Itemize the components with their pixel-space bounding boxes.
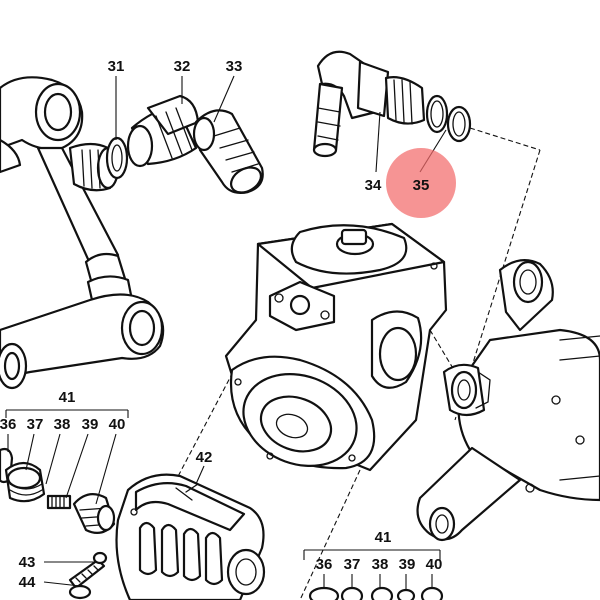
label-37-upper: 37 — [27, 416, 44, 433]
part-labels: 31 32 33 34 35 41 36 37 38 39 40 42 43 4… — [0, 58, 442, 591]
label-37-lower: 37 — [344, 556, 361, 573]
label-34: 34 — [365, 177, 382, 194]
label-39-upper: 39 — [82, 416, 99, 433]
label-40-upper: 40 — [109, 416, 126, 433]
parts-43-44-bolt-washer — [68, 551, 108, 600]
part-42-valve-housing — [115, 473, 266, 600]
label-33: 33 — [226, 58, 243, 75]
valve-assembly-bottom — [308, 586, 444, 600]
left-manifold-pipe — [0, 76, 165, 390]
label-38-upper: 38 — [54, 416, 71, 433]
label-40-lower: 40 — [426, 556, 443, 573]
label-38-lower: 38 — [372, 556, 389, 573]
part-33-elbow-hose-tail — [192, 109, 264, 194]
leader-lines — [5, 75, 447, 590]
label-43: 43 — [19, 554, 36, 571]
label-44: 44 — [19, 574, 36, 591]
label-35: 35 — [413, 177, 430, 194]
label-36-lower: 36 — [316, 556, 333, 573]
highlight-marker-35 — [386, 148, 456, 218]
part-31-nipple-and-oring — [105, 136, 129, 180]
label-39-lower: 39 — [399, 556, 416, 573]
label-36-upper: 36 — [0, 416, 16, 433]
label-41-upper: 41 — [59, 389, 76, 406]
label-42: 42 — [196, 449, 213, 466]
valve-assembly-left — [0, 447, 116, 535]
pump-body — [224, 222, 448, 472]
part-35-orings — [425, 94, 472, 143]
label-32: 32 — [174, 58, 191, 75]
part-32-coupling — [126, 94, 200, 168]
label-31: 31 — [108, 58, 125, 75]
motor-flange-bracket — [416, 259, 600, 542]
part-34-elbow-barb — [312, 50, 426, 158]
label-41-lower: 41 — [375, 529, 392, 546]
